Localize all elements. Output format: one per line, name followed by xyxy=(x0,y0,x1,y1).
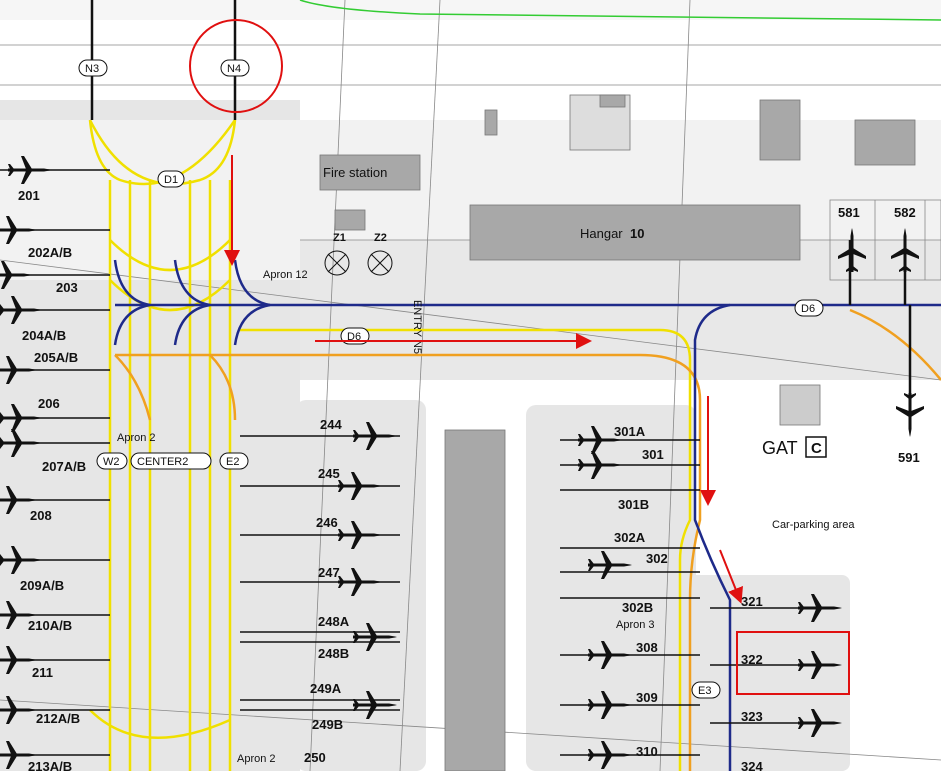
svg-text:N3: N3 xyxy=(85,63,99,75)
stand-label-213a-b: 213A/B xyxy=(28,759,72,771)
svg-text:N4: N4 xyxy=(227,63,241,75)
hangar-label: Hangar xyxy=(580,226,623,241)
marker-n3: N3 xyxy=(78,59,108,77)
car-parking-label: Car-parking area xyxy=(772,519,855,531)
gat-label: GAT xyxy=(762,438,798,458)
stand-label-323: 323 xyxy=(741,709,763,724)
red-annotations xyxy=(189,19,850,695)
stand-label-591: 591 xyxy=(898,450,920,465)
stand-label-301b: 301B xyxy=(618,497,649,512)
stand-label-244: 244 xyxy=(320,417,342,432)
gat-code: C xyxy=(811,440,822,457)
stand-label-250: 250 xyxy=(304,750,326,765)
marker-z1: Z1 xyxy=(333,232,346,244)
stand-label-207a-b: 207A/B xyxy=(42,459,86,474)
svg-text:D6: D6 xyxy=(801,303,815,315)
stand-label-249b: 249B xyxy=(312,717,343,732)
svg-text:E2: E2 xyxy=(226,456,239,468)
stand-label-302: 302 xyxy=(646,551,668,566)
stand-label-321: 321 xyxy=(741,594,763,609)
stand-label-245: 245 xyxy=(318,466,340,481)
apron-2-label: Apron 2 xyxy=(117,432,156,444)
hangar-number: 10 xyxy=(630,226,644,241)
place-labels: Fire station Hangar 10 GAT C Car-parking… xyxy=(117,165,855,765)
highlight-circle-n4 xyxy=(189,19,283,113)
stand-label-209a-b: 209A/B xyxy=(20,578,64,593)
marker-n4: N4 xyxy=(220,59,250,77)
svg-text:CENTER2: CENTER2 xyxy=(137,456,188,468)
svg-text:D1: D1 xyxy=(164,174,178,186)
apron-3-label: Apron 3 xyxy=(616,619,655,631)
svg-text:W2: W2 xyxy=(103,456,120,468)
stand-label-201: 201 xyxy=(18,188,40,203)
stand-label-203: 203 xyxy=(56,280,78,295)
route-arrow-4 xyxy=(719,549,743,604)
stand-label-206: 206 xyxy=(38,396,60,411)
marker-z2: Z2 xyxy=(374,232,387,244)
stand-label-324: 324 xyxy=(741,759,763,771)
entry-n5-label: ENTRY N5 xyxy=(411,300,423,354)
gat-code-box xyxy=(805,436,827,458)
stand-label-247: 247 xyxy=(318,565,340,580)
stand-label-582: 582 xyxy=(894,205,916,220)
stand-label-246: 246 xyxy=(316,515,338,530)
apron-12-label: Apron 12 xyxy=(263,269,308,281)
marker-d6-right: D6 xyxy=(794,299,824,317)
helipad-z2-icon xyxy=(367,250,393,276)
stand-label-581: 581 xyxy=(838,205,860,220)
stand-label-208: 208 xyxy=(30,508,52,523)
marker-e3: E3 xyxy=(691,681,721,699)
highlight-box-322 xyxy=(736,631,850,695)
stand-label-309: 309 xyxy=(636,690,658,705)
marker-d1: D1 xyxy=(157,170,185,188)
stand-label-210a-b: 210A/B xyxy=(28,618,72,633)
helipad-z1-icon xyxy=(324,250,350,276)
stand-label-248b: 248B xyxy=(318,646,349,661)
fire-station-label: Fire station xyxy=(323,165,387,180)
svg-text:E3: E3 xyxy=(698,685,711,697)
marker-e2: E2 xyxy=(219,452,249,470)
stand-label-211: 211 xyxy=(32,665,53,680)
stand-label-301a: 301A xyxy=(614,424,646,439)
stand-label-310: 310 xyxy=(636,744,658,759)
stand-label-248a: 248A xyxy=(318,614,350,629)
stand-boxes-top xyxy=(829,199,941,281)
airport-boundary-line xyxy=(299,0,941,21)
apron-2-bottom-label: Apron 2 xyxy=(237,753,276,765)
stand-label-302a: 302A xyxy=(614,530,646,545)
marker-center2: CENTER2 xyxy=(130,452,212,470)
stand-label-205a-b: 205A/B xyxy=(34,350,78,365)
stand-label-322: 322 xyxy=(741,652,763,667)
stand-label-249a: 249A xyxy=(310,681,342,696)
stand-label-212a-b: 212A/B xyxy=(36,711,80,726)
stand-label-302b: 302B xyxy=(622,600,653,615)
stand-label-202a-b: 202A/B xyxy=(28,245,72,260)
stand-labels: 201 202A/B 203 204A/B 205A/B 206 207A/B 208 209A… xyxy=(18,188,920,771)
stand-label-308: 308 xyxy=(636,640,658,655)
orange-taxi-lines xyxy=(114,308,941,771)
marker-w2: W2 xyxy=(96,452,128,470)
stand-label-301: 301 xyxy=(642,447,664,462)
stand-label-204a-b: 204A/B xyxy=(22,328,66,343)
buildings xyxy=(319,94,916,771)
